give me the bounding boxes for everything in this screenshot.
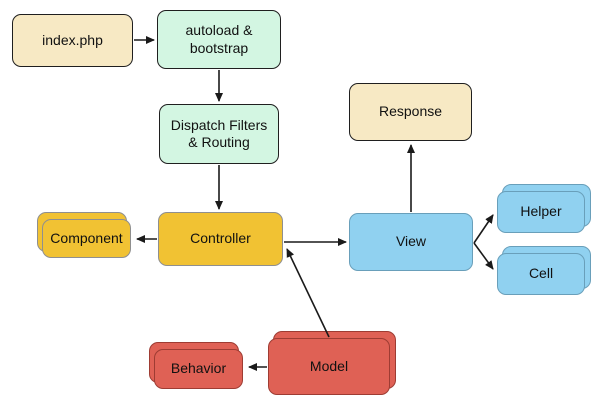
node-label: Model <box>309 357 349 374</box>
arrow-view-to-cell <box>473 242 494 270</box>
node-label: Response <box>378 103 443 120</box>
node-behavior: Behavior <box>154 349 243 389</box>
node-component: Component <box>42 219 131 258</box>
node-label: Dispatch Filters & Routing <box>170 116 268 151</box>
node-label: Behavior <box>170 360 227 377</box>
node-index-php: index.php <box>12 14 133 67</box>
node-autoload-bootstrap: autoload & bootstrap <box>157 10 281 69</box>
node-model: Model <box>268 338 390 395</box>
node-response: Response <box>349 83 472 141</box>
node-helper: Helper <box>497 191 585 233</box>
node-dispatch-filters-routing: Dispatch Filters & Routing <box>159 104 279 164</box>
node-label: index.php <box>42 31 103 48</box>
node-label: Component <box>50 229 123 246</box>
node-label: Controller <box>190 230 251 247</box>
node-label: Helper <box>520 203 562 220</box>
node-controller: Controller <box>158 212 283 266</box>
node-cell: Cell <box>497 253 585 295</box>
arrow-model-to-controller <box>286 248 330 338</box>
node-label: View <box>395 233 427 250</box>
arrow-view-to-helper <box>473 214 494 244</box>
node-label: autoload & bootstrap <box>185 22 253 56</box>
node-label: Cell <box>528 265 554 282</box>
node-view: View <box>349 213 473 271</box>
